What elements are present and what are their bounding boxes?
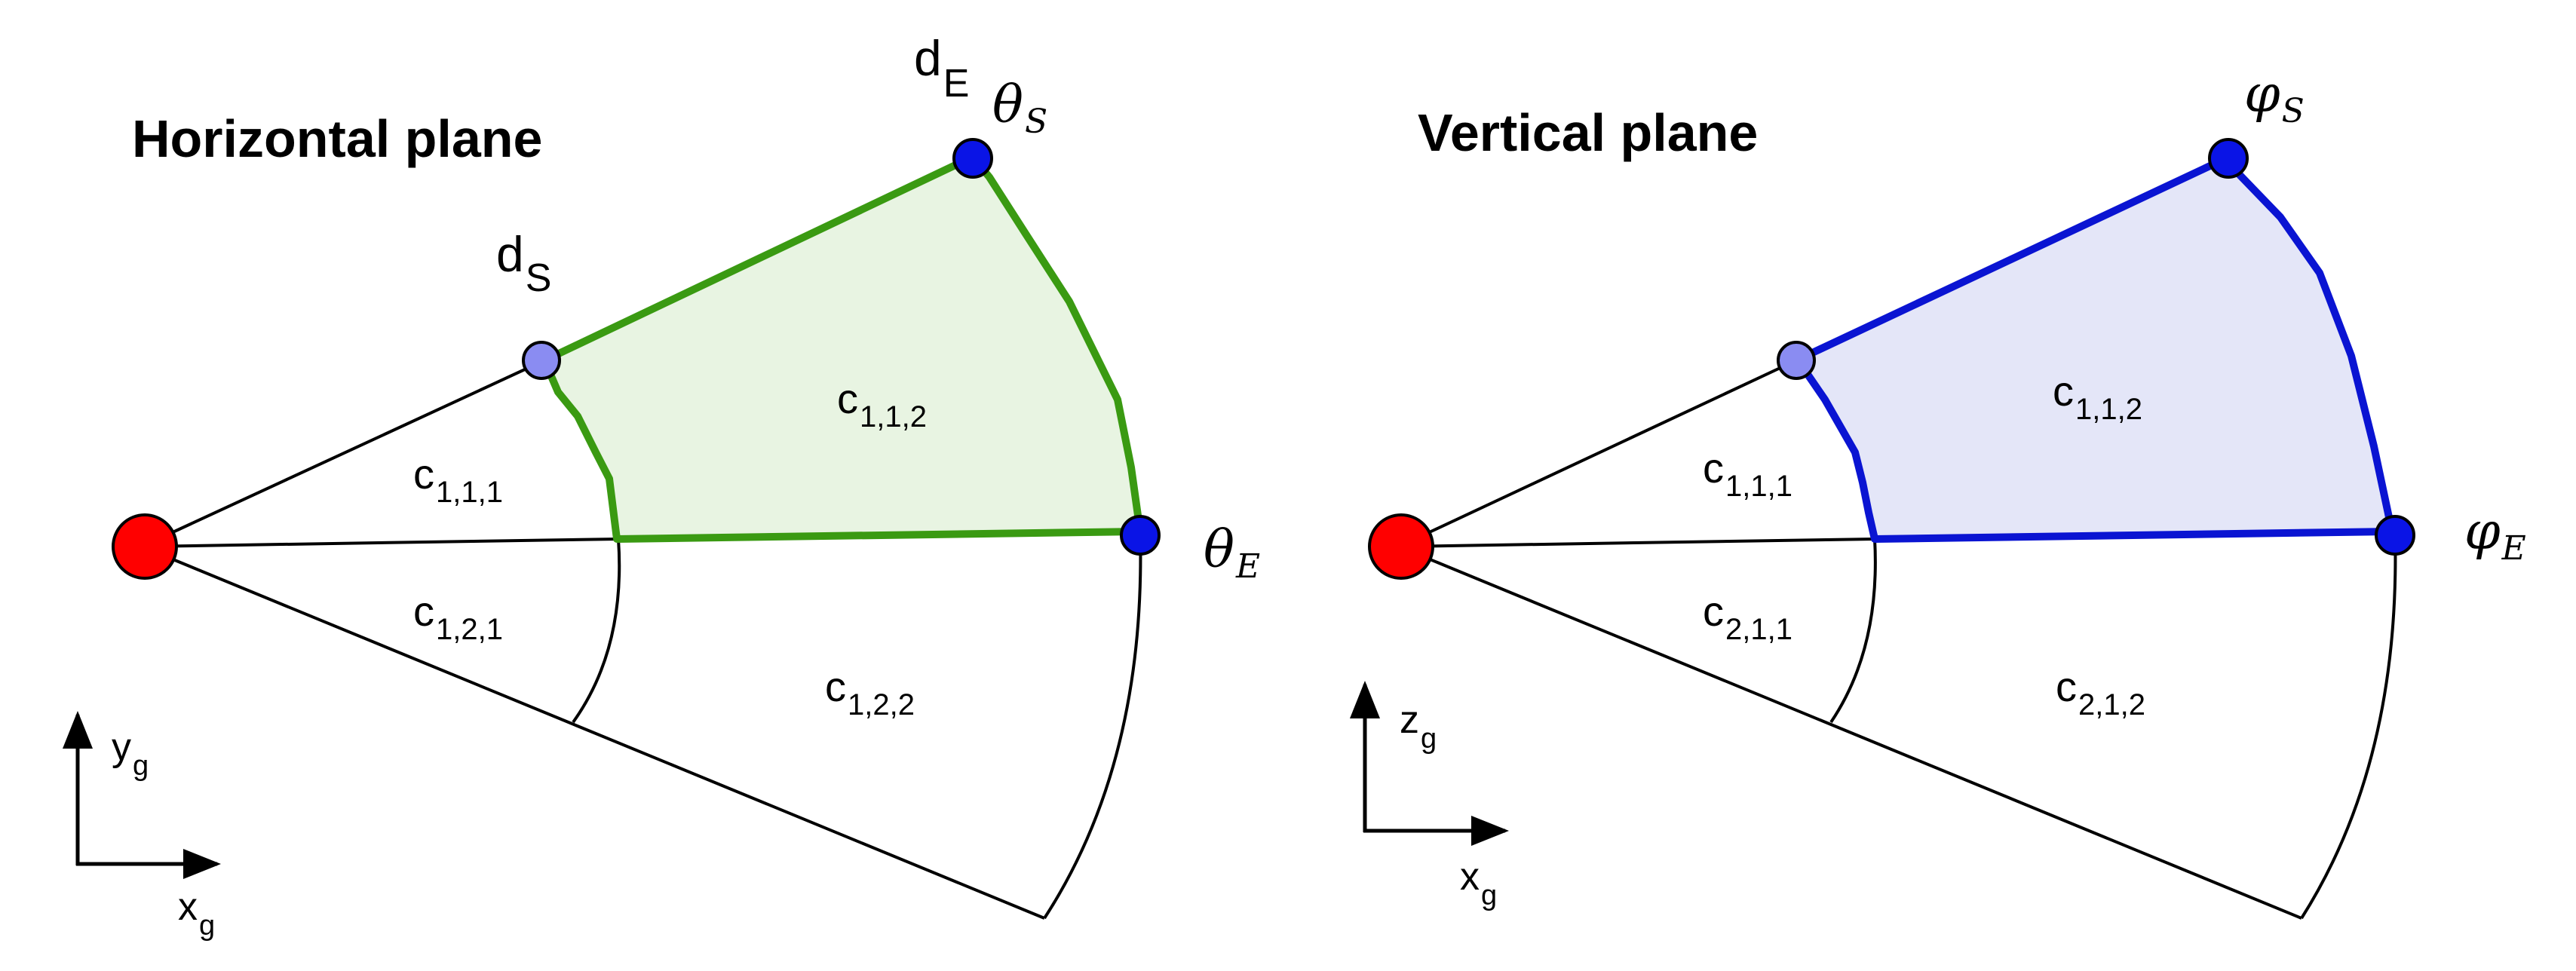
angle-start-label: θS <box>992 75 1047 141</box>
inner-range-arc <box>1829 538 1877 724</box>
range-start-point <box>522 341 561 380</box>
sector-middle-boundary <box>1398 538 1875 548</box>
sector-upper-boundary <box>141 359 545 548</box>
outer-range-arc <box>2300 531 2397 920</box>
cell-label: c1,2,2 <box>825 663 915 721</box>
sensor-origin-point <box>1368 513 1434 580</box>
inner-range-arc <box>572 538 621 724</box>
sector-middle-boundary <box>141 538 619 548</box>
angle-start-point <box>2208 138 2249 179</box>
range-start-label: dS <box>496 226 551 300</box>
cell-label: c1,1,2 <box>837 375 927 433</box>
sector-lower-boundary <box>1398 545 2302 920</box>
angle-end-point <box>2375 515 2415 556</box>
highlighted-cell-fill <box>544 157 1140 539</box>
cell-label: c1,1,1 <box>1703 444 1792 503</box>
angle-end-label: φE <box>2464 502 2526 568</box>
cell-label: c2,1,2 <box>2056 663 2145 721</box>
sensor-origin-point <box>112 513 178 580</box>
outer-range-arc <box>1043 531 1142 920</box>
highlighted-cell-outline <box>541 153 1144 543</box>
sector-upper-boundary <box>1398 359 1797 548</box>
angle-end-point <box>1120 515 1161 556</box>
sector-lower-boundary <box>141 545 1045 920</box>
highlighted-cell-fill <box>1796 158 2392 539</box>
range-end-label: dE <box>914 30 969 106</box>
cell-label: c1,1,1 <box>413 450 503 509</box>
cell-label: c1,2,1 <box>413 587 503 646</box>
vertical-axis-label: zg <box>1400 698 1437 755</box>
horizontal-plane-panel: Horizontal plane dS dE θS θE c1,1,1 <box>63 30 1260 942</box>
cell-label: c1,1,2 <box>2053 367 2142 426</box>
vertical-plane-title: Vertical plane <box>1418 103 1758 162</box>
vertical-plane-panel: Vertical plane φS φE c1,1,1 c1,1,2 c2,1,… <box>1350 65 2526 920</box>
horizontal-axis-label: xg <box>1460 855 1497 911</box>
angle-end-label: θE <box>1204 520 1260 586</box>
cell-label: c2,1,1 <box>1703 587 1792 646</box>
horizontal-axis-label: xg <box>178 885 215 942</box>
vertical-axis-label: yg <box>112 725 149 782</box>
angle-start-point <box>952 138 993 179</box>
range-start-point <box>1777 341 1816 380</box>
angle-start-label: φS <box>2244 65 2305 130</box>
horizontal-plane-title: Horizontal plane <box>132 109 542 168</box>
